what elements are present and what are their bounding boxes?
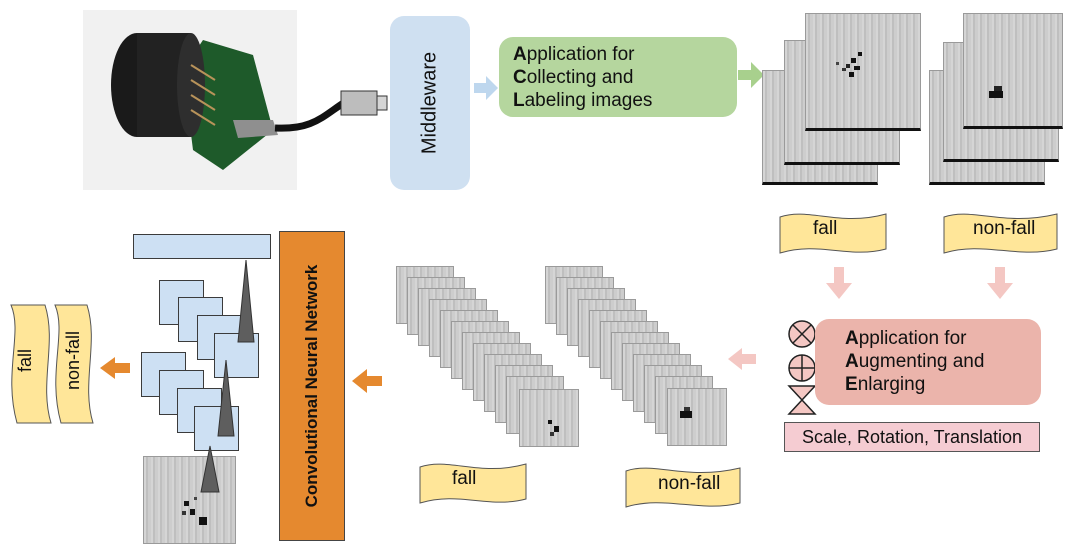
output-label-shapes <box>10 304 94 424</box>
app-augment-text-2: ugmenting and <box>858 351 985 372</box>
app-collect-text-3: abeling images <box>524 90 653 111</box>
nonfall-label-shape-mid <box>625 467 741 508</box>
fall-label-mid: fall <box>452 468 477 489</box>
arrow-right-green <box>738 62 764 88</box>
arrow-right-blue <box>474 76 498 100</box>
fall-label-top: fall <box>813 218 838 239</box>
nonfall-blob-graphic <box>989 86 1003 98</box>
arrow-left-orange-1 <box>352 369 382 393</box>
cnn-input-blob-graphic <box>182 497 207 525</box>
app-collect-initial-1: A <box>513 44 527 65</box>
app-collect-initial-2: C <box>513 67 527 88</box>
operator-icons <box>787 320 817 415</box>
fc-layer <box>133 234 271 259</box>
app-augment-initial-2: A <box>845 351 859 372</box>
app-collect-text-2: ollecting and <box>526 67 634 88</box>
nonfall-label-shape-top <box>943 213 1058 254</box>
fall-label-shape-mid <box>419 463 527 504</box>
transform-list-label: Scale, Rotation, Translation <box>801 427 1023 447</box>
app-collect-box: Application for Collecting and Labeling … <box>499 37 737 117</box>
app-collect-initial-3: L <box>513 90 525 111</box>
nonfall-label-top: non-fall <box>973 218 1036 239</box>
app-augment-initial-3: E <box>845 374 858 395</box>
app-augment-box: Application for Augmenting and Enlarging <box>815 319 1041 405</box>
cnn-label: Convolutional Neural Network <box>302 264 321 508</box>
aug-nonfall-blob-graphic-2 <box>680 407 692 418</box>
cnn-box: Convolutional Neural Network <box>279 231 345 541</box>
receptive-field-triangles <box>200 260 255 493</box>
aug-fall-img-front <box>519 389 579 447</box>
nonfall-image-stack-1 <box>963 13 1063 129</box>
app-augment-initial-1: A <box>845 328 859 349</box>
app-collect-text-1: pplication for <box>526 44 635 65</box>
app-augment-text-1: pplication for <box>858 328 967 349</box>
fall-label-out: fall <box>15 348 36 373</box>
transform-list-box: Scale, Rotation, Translation <box>784 422 1040 452</box>
arrow-left-orange-2 <box>100 357 130 379</box>
nonfall-label-out: non-fall <box>63 330 84 391</box>
hourglass-icon <box>787 385 817 415</box>
middleware-label: Middleware <box>418 51 441 155</box>
app-augment-text-3: nlarging <box>857 374 926 395</box>
middleware-box: Middleware <box>390 16 470 190</box>
sensor-camera-photo <box>83 10 388 190</box>
fall-blob-graphic <box>836 52 862 77</box>
arrow-down-pink-1 <box>826 267 852 299</box>
cnn-input-image <box>143 456 236 544</box>
fall-label-shape-top <box>779 213 887 254</box>
fall-image-stack-1 <box>805 13 921 131</box>
nonfall-label-mid: non-fall <box>658 473 721 494</box>
arrow-down-pink-2 <box>987 267 1013 299</box>
aug-nonfall-img-front <box>667 388 727 446</box>
aug-fall-blob-graphic <box>548 420 559 436</box>
plus-circle-icon <box>788 354 816 382</box>
arrow-left-pink <box>728 348 756 370</box>
multiply-circle-icon <box>788 320 816 348</box>
